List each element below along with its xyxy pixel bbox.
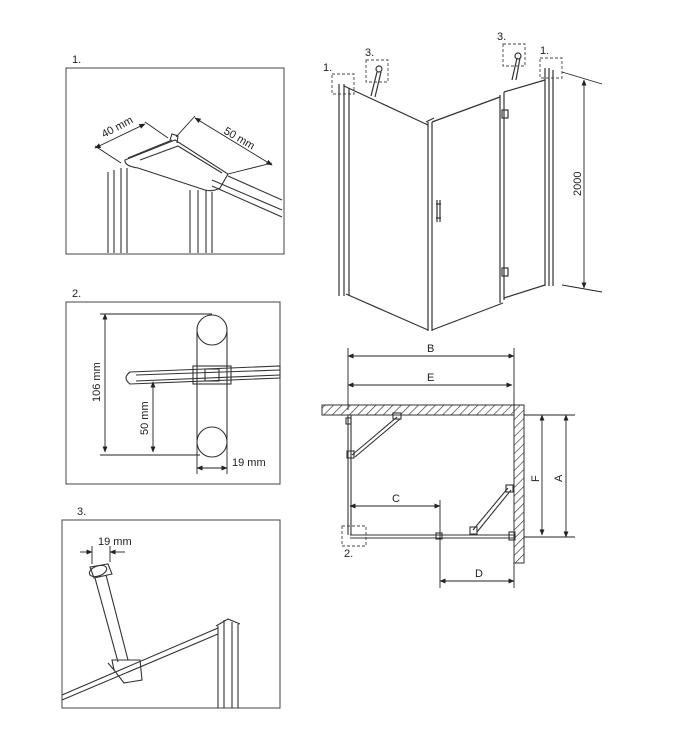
elevation-callout-3-left: 3. [365,47,374,59]
plan-dim-E: E [427,372,434,384]
elevation-callout-1-right: 1. [540,45,549,57]
plan-callout-2: 2. [344,548,353,560]
elevation-panels [338,52,554,331]
detail-3-stabilizer-bar: 3. 19 mm [61,506,281,709]
detail-1-frame [65,67,285,255]
plan-glass-lines [345,412,516,541]
detail-1-profile-drawing [107,133,283,253]
detail-2-offset-label: 50 mm [139,401,151,435]
detail-1-top-profile: 1. [65,54,285,255]
detail-2-frame [65,301,281,485]
detail-2-glass-connector: 2. 106 mm 50 mm 19 mm [65,288,281,485]
detail-2-dimension-lines [100,313,228,474]
elevation-height-label: 2000 [572,172,584,196]
detail-1-width-label: 50 mm [222,125,257,152]
detail-3-diameter-label: 19 mm [98,536,132,548]
plan-side-wall [513,404,525,564]
detail-3-dimension-lines [80,546,125,564]
detail-3-bar-drawing [61,563,241,708]
plan-dim-C: C [392,493,400,505]
enclosure-elevation-view: 1. 3. 3. 1. 2000 [323,31,603,331]
detail-3-frame [61,519,281,709]
elevation-callout-1-left: 1. [323,62,332,74]
detail-2-height-label: 106 mm [91,362,103,402]
detail-1-dimension-lines [94,115,273,175]
plan-dim-F: F [530,475,542,482]
detail-3-number: 3. [77,506,86,518]
plan-dimension-lines [347,348,575,588]
detail-1-depth-label: 40 mm [100,114,135,140]
detail-2-number: 2. [72,288,81,300]
plan-dim-A: A [553,474,565,482]
detail-1-number: 1. [72,54,81,66]
elevation-callout-3-right: 3. [497,31,506,43]
enclosure-plan-view: 2. B E C D F A [321,343,575,588]
plan-dim-B: B [427,343,434,355]
detail-2-thickness-label: 19 mm [232,457,266,469]
elevation-callout-boxes [331,43,563,95]
detail-2-connector-drawing [125,314,281,458]
plan-callout-2-box [341,525,367,547]
elevation-height-dimension [561,71,603,293]
plan-dim-D: D [475,568,483,580]
plan-back-wall [321,404,515,416]
